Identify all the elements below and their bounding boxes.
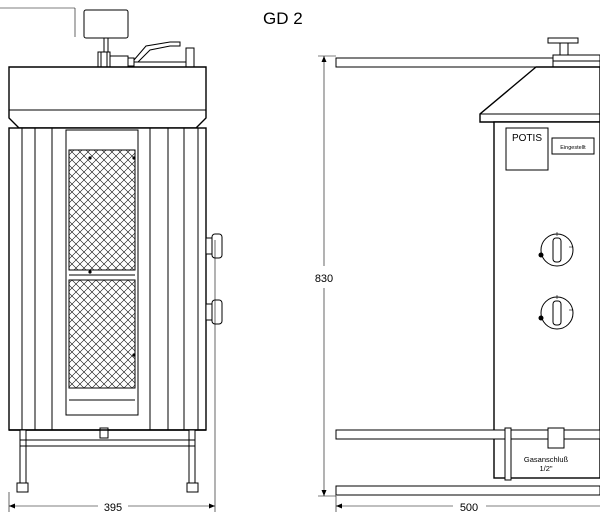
height-dimension — [318, 55, 336, 497]
depth-dimension — [335, 496, 600, 512]
setting-plate-label: Eingestellt — [560, 145, 586, 151]
gas-connection-label: Gasanschluß — [524, 455, 569, 464]
setting-plate — [551, 137, 595, 155]
front-view: 395 — [0, 7, 223, 514]
side-knob-upper — [538, 232, 574, 267]
control-unit — [0, 7, 195, 93]
front-knob-upper — [205, 233, 223, 259]
burner-mesh-lower — [68, 279, 136, 389]
drawing-title: GD 2 — [263, 9, 303, 28]
lower-shelf — [335, 429, 600, 440]
front-width-dimension — [8, 240, 216, 512]
side-view: 830 POTIS Eingestellt — [315, 37, 600, 514]
front-knob-lower — [205, 299, 223, 325]
height-dimension-label: 830 — [315, 273, 333, 285]
top-tray — [8, 66, 207, 129]
front-stand — [9, 429, 206, 493]
gas-connection-size: 1/2" — [539, 464, 552, 473]
width-dimension-label: 395 — [104, 502, 122, 514]
brand-label: POTIS — [512, 133, 542, 144]
side-knob-lower — [538, 295, 574, 330]
top-rod — [335, 37, 600, 110]
depth-dimension-label: 500 — [460, 502, 478, 514]
burner-mesh-upper — [68, 149, 136, 271]
brand-plate — [505, 127, 549, 171]
